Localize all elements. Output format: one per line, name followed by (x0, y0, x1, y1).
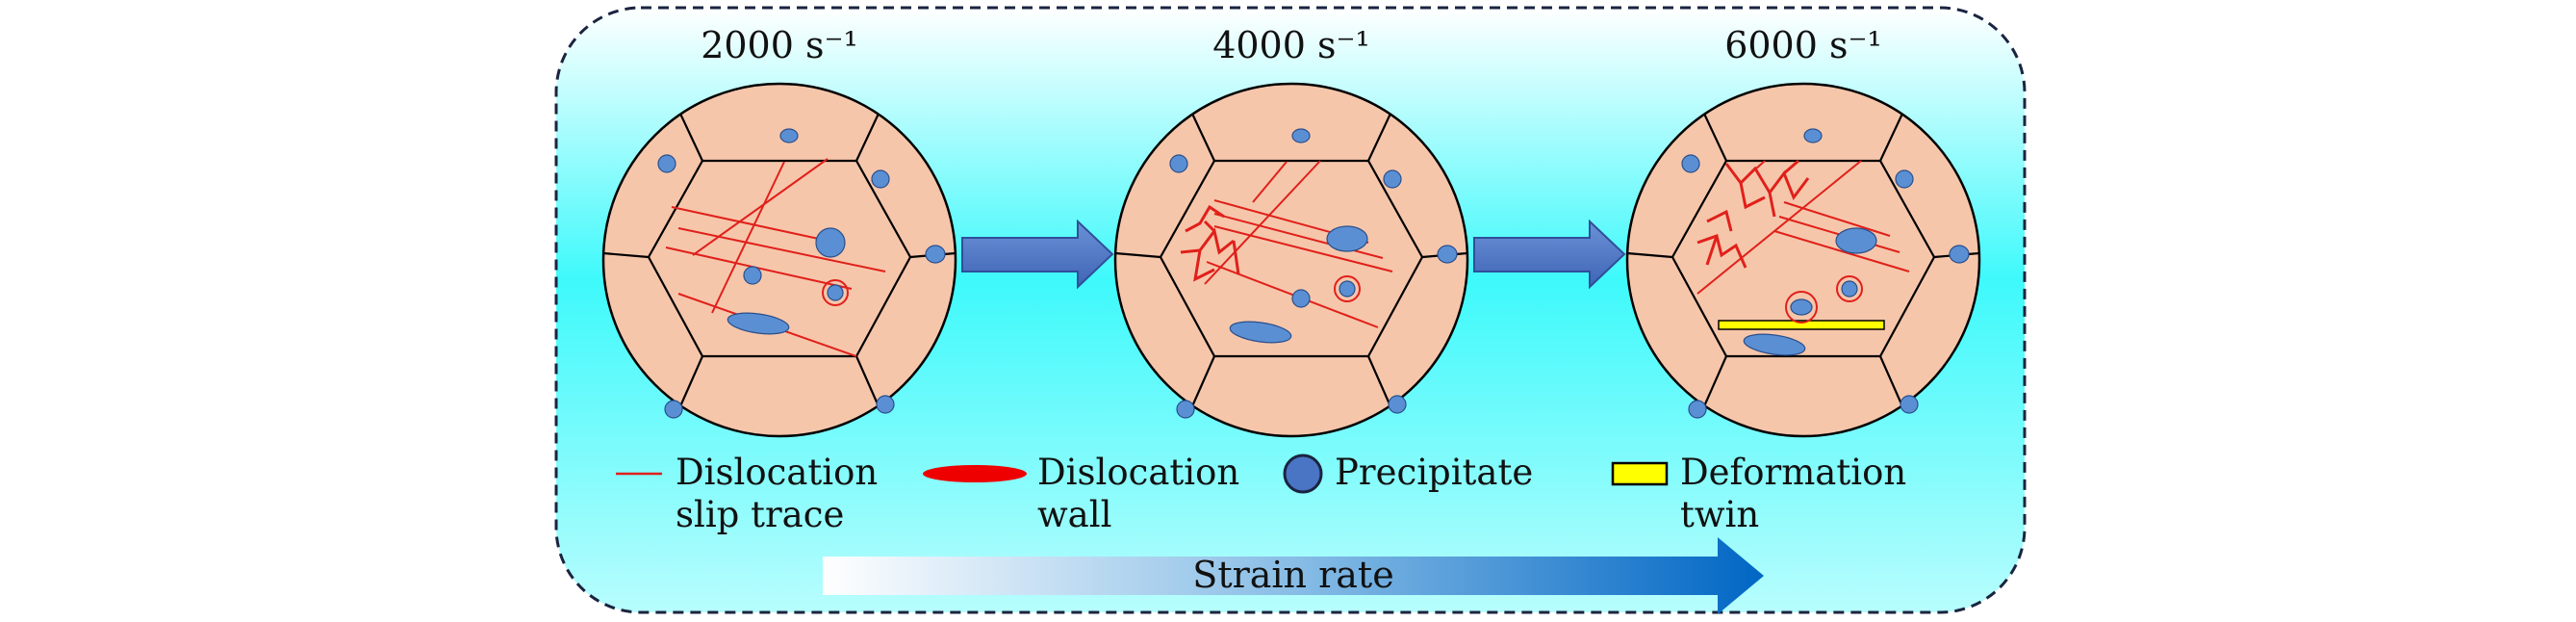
legend-precipitate-swatch (1283, 454, 1323, 494)
grain-panel-1 (601, 82, 957, 438)
block-arrow-1 (961, 219, 1114, 290)
dislocation-walls-3 (1696, 159, 1810, 269)
strain-rate-label: Strain rate (1192, 554, 1393, 596)
precipitates-3 (1743, 227, 1877, 356)
legend-slip-trace-line1: Dislocation (676, 452, 878, 493)
panel-title-1: 2000 s⁻¹ (701, 24, 858, 66)
legend-twin-swatch (1611, 461, 1669, 486)
precipitates-1 (727, 227, 849, 335)
precipitates-2 (1229, 225, 1368, 344)
legend-slip-trace-line2: slip trace (676, 494, 844, 535)
legend-wall-swatch (923, 465, 1027, 482)
block-arrow-2 (1473, 219, 1626, 290)
dislocation-walls-2 (1180, 204, 1240, 282)
slip-traces-2 (1204, 160, 1393, 328)
legend-wall-line1: Dislocation (1037, 452, 1239, 493)
legend-twin-line2: twin (1680, 494, 1759, 535)
slip-traces-1 (665, 158, 886, 357)
panel-title-2: 4000 s⁻¹ (1212, 24, 1370, 66)
grain-panel-3 (1625, 82, 1981, 438)
deformation-twin-3 (1718, 320, 1885, 330)
panel-title-3: 6000 s⁻¹ (1724, 24, 1882, 66)
legend-twin-line1: Deformation (1680, 452, 1906, 493)
strain-rate-arrow (823, 537, 1764, 614)
grain-panel-2 (1113, 82, 1469, 438)
legend-precipitate-label: Precipitate (1335, 452, 1533, 493)
legend-wall-line2: wall (1037, 494, 1111, 535)
